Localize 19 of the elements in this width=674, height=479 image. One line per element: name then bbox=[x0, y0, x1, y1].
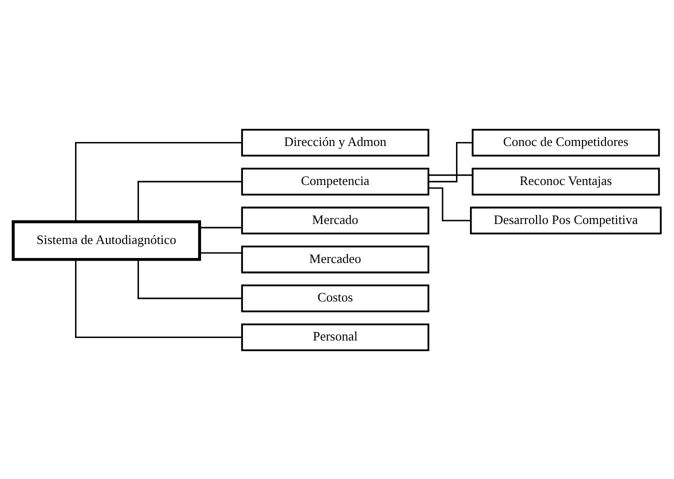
node-box: Reconoc Ventajas bbox=[472, 167, 660, 195]
node-box: Competencia bbox=[241, 167, 430, 195]
node-box: Costos bbox=[241, 284, 430, 312]
node-box: Mercadeo bbox=[241, 245, 430, 273]
node-box: Mercado bbox=[241, 206, 430, 234]
node-box: Personal bbox=[241, 322, 430, 351]
connector bbox=[200, 226, 242, 228]
connector bbox=[138, 180, 242, 222]
node-box: Dirección y Admon bbox=[241, 128, 430, 156]
connector bbox=[428, 174, 473, 176]
connector bbox=[75, 141, 242, 222]
connector bbox=[75, 259, 242, 338]
connector bbox=[428, 141, 472, 182]
node-box: Sistema de Autodiagnótico bbox=[12, 220, 202, 260]
connector bbox=[428, 186, 471, 221]
connector bbox=[200, 252, 242, 254]
node-box: Desarrollo Pos Competitiva bbox=[470, 206, 662, 234]
connector bbox=[138, 259, 242, 299]
node-box: Conoc de Competidores bbox=[472, 128, 660, 156]
